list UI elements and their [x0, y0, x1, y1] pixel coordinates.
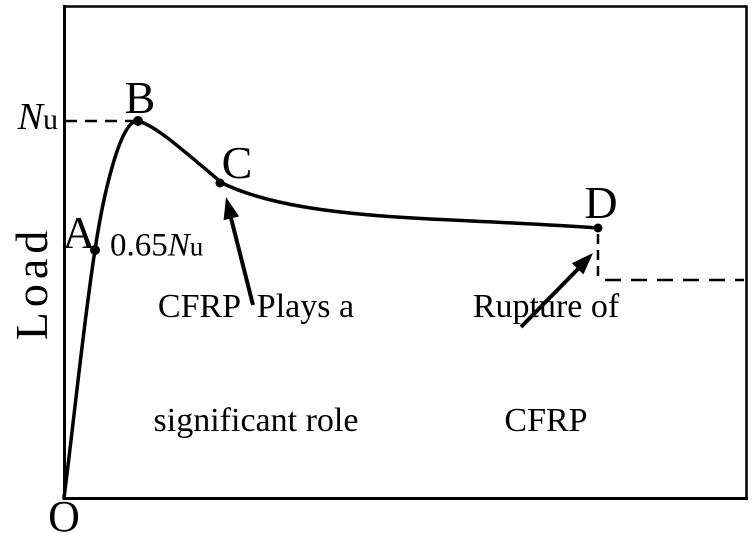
cfrp-annotation-line1: CFRP Plays a [157, 288, 355, 325]
point-b-marker [133, 116, 143, 126]
a-value-nu-subscript: u [189, 231, 204, 262]
rupture-arrow-shaft [519, 267, 580, 329]
point-c-label: C [221, 137, 253, 188]
cfrp-annotation-line2: significant role [153, 402, 359, 439]
nu-symbol: N [17, 96, 43, 138]
rupture-annotation-text: Rupture of CFRP [473, 212, 619, 516]
cfrp-arrowhead-icon [223, 197, 240, 221]
rupture-arrowhead-icon [571, 253, 593, 275]
rupture-annotation-line2: CFRP [504, 402, 588, 439]
point-a-value-label: 0.65Nu [110, 227, 204, 264]
nu-reference-label: Nu [18, 98, 58, 136]
point-d-label: D [584, 177, 618, 228]
point-b-label: B [124, 72, 156, 123]
a-value-prefix: 0.65 [110, 227, 168, 264]
nu-subscript: u [43, 103, 58, 136]
a-value-nu-symbol: N [167, 227, 190, 264]
load-curve [62, 119, 600, 500]
cfrp-arrow-shaft [229, 217, 255, 306]
plot-border-top-right [64, 5, 748, 498]
cfrp-annotation-text: CFRP Plays a significant role [154, 212, 359, 516]
rupture-annotation-arrow [519, 253, 593, 329]
point-d-marker [593, 223, 603, 233]
point-a-label: A [62, 207, 96, 258]
rupture-annotation-line1: Rupture of [472, 288, 620, 325]
point-c-marker [215, 178, 225, 188]
origin-label: O [48, 492, 80, 536]
cfrp-annotation-arrow [223, 197, 255, 306]
point-a-marker [90, 245, 100, 255]
y-axis-title: Load [6, 225, 57, 341]
